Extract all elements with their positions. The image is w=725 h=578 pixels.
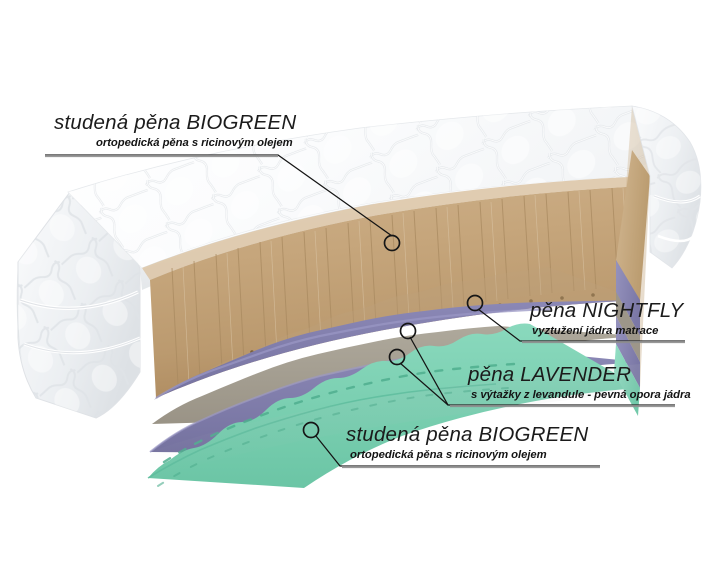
callout-lavender: pěna LAVENDER s výtažky z levandule - pe… — [468, 364, 691, 401]
mattress-left-end-cover — [16, 191, 141, 419]
callout-lavender-title: pěna LAVENDER — [468, 363, 632, 386]
leader-lavender-b — [399, 362, 449, 406]
callout-biogreen-top: studená pěna BIOGREEN ortopedická pěna s… — [50, 112, 296, 149]
marker-lavender-upper — [399, 322, 417, 340]
callout-lavender-subtitle: s výtažky z levandule - pevná opora jádr… — [471, 388, 691, 401]
callout-nightfly: pěna NIGHTFLY vyztužení jádra matrace — [530, 300, 683, 337]
callout-nightfly-subtitle: vyztužení jádra matrace — [532, 324, 659, 337]
callout-markers — [302, 234, 484, 439]
callout-biogreen-top-subtitle: ortopedická pěna s ricinovým olejem — [96, 136, 293, 149]
mattress-drop-shadow — [150, 364, 640, 480]
callout-biogreen-bottom: studená pěna BIOGREEN ortopedická pěna s… — [346, 424, 588, 461]
callout-biogreen-top-title: studená pěna BIOGREEN — [54, 111, 297, 134]
nightfly-speckle-line — [162, 362, 516, 464]
callout-biogreen-bottom-subtitle: ortopedická pěna s ricinovým olejem — [350, 448, 547, 461]
marker-biogreen-top — [383, 234, 401, 252]
callout-underlines — [45, 154, 685, 469]
marker-nightfly — [466, 294, 484, 312]
marker-biogreen-bottom — [302, 421, 320, 439]
callout-biogreen-bottom-title: studená pěna BIOGREEN — [346, 423, 589, 446]
layer-lavender-upper — [154, 300, 640, 400]
marker-lavender-lower — [388, 348, 406, 366]
mattress-right-end-cover — [631, 105, 702, 269]
callout-nightfly-title: pěna NIGHTFLY — [530, 299, 684, 322]
